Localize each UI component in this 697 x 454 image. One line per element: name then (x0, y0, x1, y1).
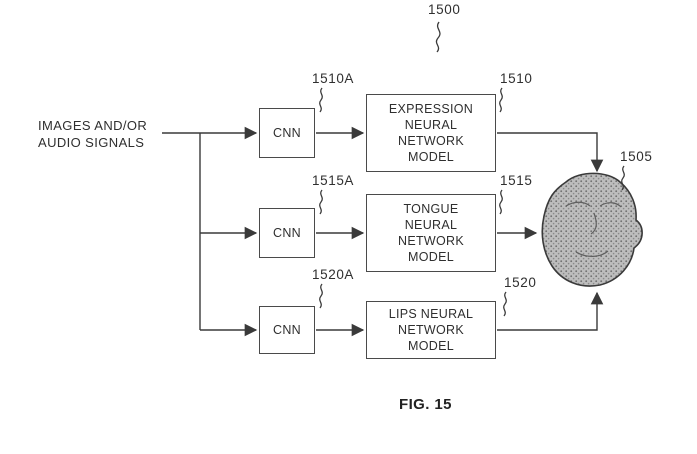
cnn-box-2: CNN (259, 208, 315, 258)
lead-squiggle-1520A (319, 283, 323, 309)
lead-squiggle-1515A (319, 189, 323, 215)
figure-caption: FIG. 15 (399, 396, 452, 413)
reference-1510: 1510 (500, 71, 533, 86)
cnn-box-3: CNN (259, 306, 315, 354)
reference-1515: 1515 (500, 173, 533, 188)
reference-1520: 1520 (504, 275, 537, 290)
reference-1515A: 1515A (312, 173, 355, 188)
reference-1505: 1505 (620, 149, 653, 164)
reference-1520A: 1520A (312, 267, 355, 282)
tongue-model-box: TONGUE NEURAL NETWORK MODEL (366, 194, 496, 272)
reference-1510A: 1510A (312, 71, 355, 86)
figure-reference-1500: 1500 (428, 2, 461, 17)
lead-squiggle-1515 (499, 189, 503, 215)
expression-model-box: EXPRESSION NEURAL NETWORK MODEL (366, 94, 496, 172)
lead-squiggle-1510 (499, 87, 503, 113)
cnn-box-1: CNN (259, 108, 315, 158)
lead-squiggle-1500 (435, 21, 441, 53)
lead-squiggle-1520 (503, 291, 507, 317)
lips-model-box: LIPS NEURAL NETWORK MODEL (366, 301, 496, 359)
lead-squiggle-1505 (621, 165, 625, 191)
connector-model1-to-face (497, 132, 604, 173)
lead-squiggle-1510A (319, 87, 323, 113)
connector-model3-to-face (497, 291, 604, 331)
input-signals-label: IMAGES AND/OR AUDIO SIGNALS (38, 118, 148, 150)
face-output-image (541, 172, 643, 287)
